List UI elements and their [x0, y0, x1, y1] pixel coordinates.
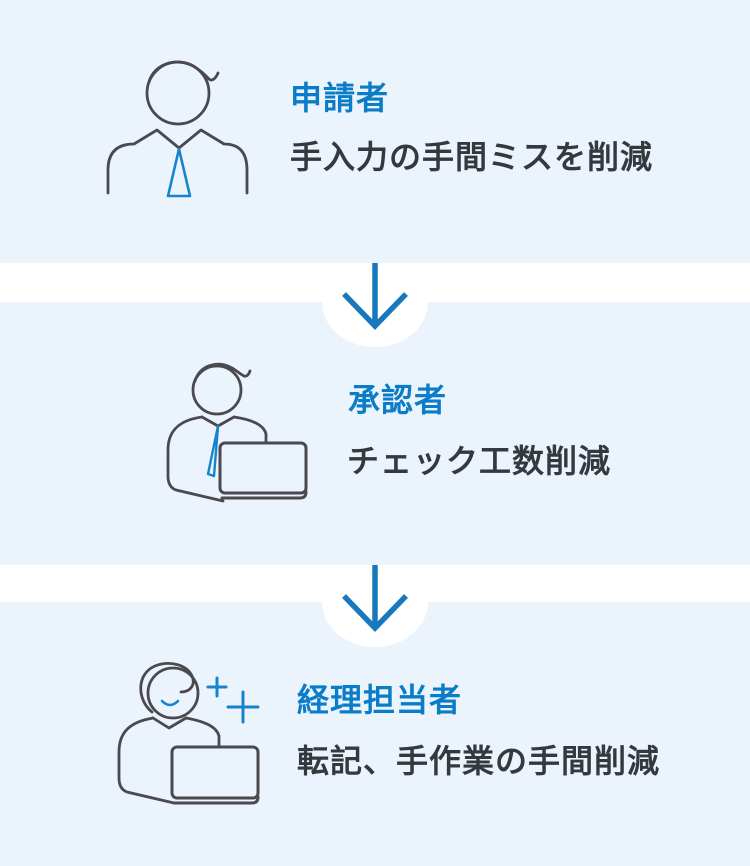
approver-person-laptop-icon: [166, 362, 308, 503]
person-outline: [117, 662, 260, 805]
step-title: 経理担当者: [297, 682, 463, 718]
step-applicant: 申請者 手入力の手間ミスを削減: [0, 0, 750, 263]
step-description: チェック工数削減: [347, 443, 612, 479]
divider-band: [0, 263, 750, 347]
divider-band: [0, 565, 750, 647]
smile-icon: [160, 699, 180, 707]
down-arrow-icon: [342, 263, 408, 330]
person-outline: [166, 362, 308, 503]
step-approver: 承認者 チェック工数削減: [0, 302, 750, 565]
step-description: 転記、手作業の手間削減: [297, 743, 661, 779]
tie-shape: [206, 424, 220, 478]
step-title: 申請者: [290, 80, 390, 116]
arrow-strokes: [342, 565, 408, 632]
applicant-person-icon: [106, 60, 249, 198]
accountant-person-laptop-sparkles-icon: [117, 662, 260, 805]
step-title: 承認者: [348, 382, 448, 418]
sparkle-plus-icons: [206, 676, 260, 724]
arrow-strokes: [342, 263, 408, 330]
person-outline: [106, 60, 249, 195]
down-arrow-icon: [342, 565, 408, 632]
step-accountant: 経理担当者 転記、手作業の手間削減: [0, 602, 750, 866]
step-description: 手入力の手間ミスを削減: [290, 139, 654, 175]
tie-shape: [166, 147, 192, 198]
